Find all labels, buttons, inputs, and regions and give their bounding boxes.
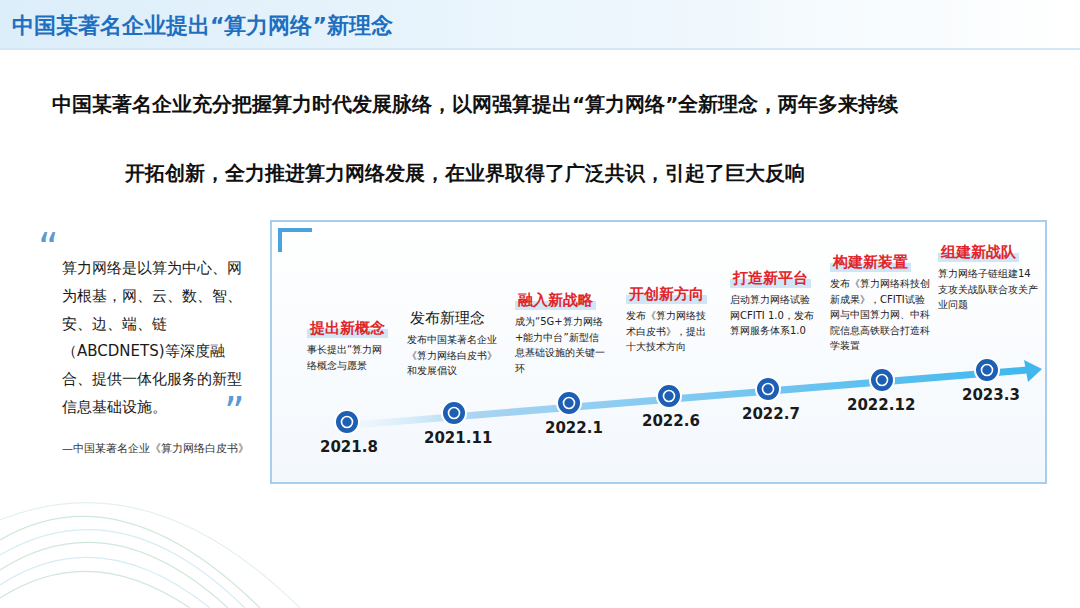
- milestone: 构建新装置发布《算力网络科技创新成果》，CFITI试验网与中国算力网、中科院信息…: [830, 252, 934, 354]
- milestone-date: 2021.11: [424, 429, 492, 447]
- milestone-heading: 构建新装置: [830, 253, 911, 272]
- icon-glyph: [982, 365, 993, 376]
- timeline-arrow: [292, 370, 1027, 430]
- milestone-heading: 开创新方向: [626, 285, 707, 304]
- title-rule: [0, 48, 1080, 50]
- milestone: 提出新概念事长提出“算力网络概念与愿景2021.8: [307, 318, 385, 373]
- header-line: 开拓创新，全力推进算力网络发展，在业界取得了广泛共识，引起了巨大反响: [125, 160, 805, 187]
- milestone-heading: 打造新平台: [730, 269, 811, 288]
- milestone-icon: [442, 401, 466, 425]
- title-band: [0, 0, 1080, 50]
- milestone-icon: [975, 358, 999, 382]
- milestone: 组建新战队算力网络子链组建14支攻关战队联合攻关产业问题2023.3: [938, 242, 1038, 313]
- milestone-desc: 启动算力网络试验网CFITI 1.0，发布算网服务体系1.0: [730, 292, 816, 339]
- milestone-icon: [756, 377, 780, 401]
- milestone-heading: 融入新战略: [515, 291, 596, 310]
- milestone-desc: 算力网络子链组建14支攻关战队联合攻关产业问题: [938, 266, 1038, 313]
- milestone: 打造新平台启动算力网络试验网CFITI 1.0，发布算网服务体系1.02022.…: [730, 268, 816, 339]
- milestone-icon: [335, 410, 359, 434]
- icon-glyph: [564, 398, 575, 409]
- milestone-desc: 发布《算力网络技术白皮书》，提出十大技术方向: [626, 308, 708, 355]
- milestone-date: 2022.7: [742, 405, 800, 423]
- milestone-date: 2022.1: [545, 419, 603, 437]
- corner-waves: [0, 503, 300, 608]
- icon-glyph: [664, 391, 675, 402]
- icon-glyph: [342, 417, 353, 428]
- milestone-icon: [557, 391, 581, 415]
- milestone-icon: [870, 368, 894, 392]
- milestone-date: 2021.8: [320, 438, 378, 456]
- corner-bracket: [280, 230, 312, 252]
- milestone-desc: 发布《算力网络科技创新成果》，CFITI试验网与中国算力网、中科院信息高铁联合打…: [830, 276, 934, 354]
- icon-glyph: [449, 408, 460, 419]
- milestone-date: 2022.6: [642, 412, 700, 430]
- quote-text: 算力网络是以算为中心、网为根基，网、云、数、智、安、边、端、链（ABCDNETS…: [62, 255, 244, 422]
- milestone-desc: 发布中国某著名企业《算力网络白皮书》和发展倡议: [407, 332, 499, 379]
- milestone-heading: 组建新战队: [938, 243, 1019, 262]
- slide-title: 中国某著名企业提出“算力网络”新理念: [12, 11, 393, 41]
- milestone: 发布新理念发布中国某著名企业《算力网络白皮书》和发展倡议2021.11: [407, 308, 499, 379]
- quote-mark: “: [38, 228, 59, 268]
- milestone-icon: [657, 384, 681, 408]
- milestone-heading: 发布新理念: [407, 309, 488, 328]
- milestone-date: 2023.3: [962, 386, 1020, 404]
- arrow-head: [1024, 360, 1042, 382]
- timeline-panel: 提出新概念事长提出“算力网络概念与愿景 2021.8 发布新理念发布中国某著名企业《…: [270, 220, 1047, 484]
- icon-glyph: [763, 384, 774, 395]
- milestone-desc: 事长提出“算力网络概念与愿景: [307, 342, 385, 373]
- milestone-desc: 成为“5G+算力网络+能力中台”新型信息基础设施的关键一环: [515, 314, 607, 376]
- milestone-heading: 提出新概念: [307, 319, 388, 338]
- icon-glyph: [877, 375, 888, 386]
- milestone: 融入新战略成为“5G+算力网络+能力中台”新型信息基础设施的关键一环2022.1: [515, 290, 607, 376]
- milestone-date: 2022.12: [847, 396, 915, 414]
- quote-mark: ”: [224, 392, 245, 432]
- quote-source: —中国某著名企业《算力网络白皮书》: [62, 440, 252, 459]
- header-line: 中国某著名企业充分把握算力时代发展脉络，以网强算提出“算力网络”全新理念，两年多…: [52, 92, 1052, 116]
- milestone: 开创新方向发布《算力网络技术白皮书》，提出十大技术方向2022.6: [626, 284, 708, 355]
